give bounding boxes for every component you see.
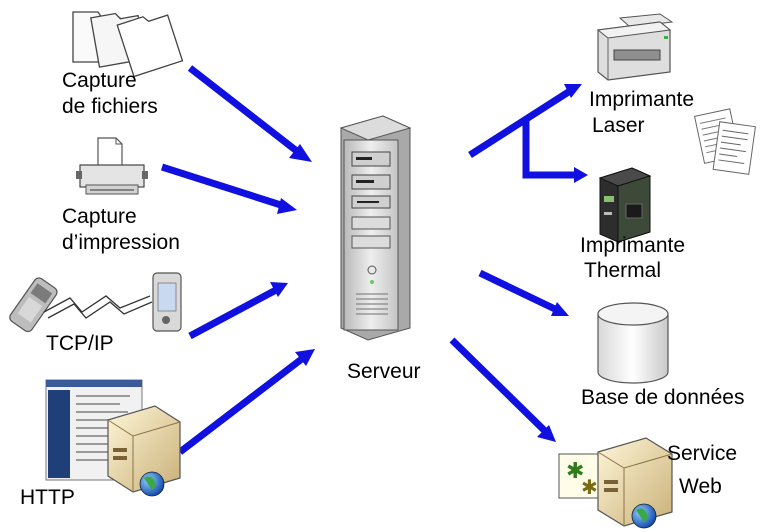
web-service-icon: ✱ ✱ [558, 437, 673, 529]
folders-icon [72, 11, 184, 78]
web-server-icon [45, 379, 181, 497]
laser-printer-icon [596, 13, 674, 81]
arrow-database [478, 269, 569, 316]
thermal-label-line1: Imprimante [580, 234, 686, 257]
database-label: Base de données [581, 386, 745, 409]
print-capture-label-line2: d’impression [62, 231, 180, 254]
handheld-terminal-icon [9, 272, 182, 333]
print-capture-label-line1: Capture [62, 205, 137, 228]
thermal-label-line2: Thermal [584, 259, 662, 282]
web-service-label-line2: Web [679, 475, 722, 498]
file-capture-label-line1: Capture [62, 69, 137, 92]
laser-label-line1: Imprimante [589, 88, 695, 111]
server-label: Serveur [347, 360, 421, 383]
database-icon [597, 302, 669, 384]
arrow-print-capture [160, 163, 297, 214]
arrow-web-service [449, 337, 556, 442]
arrow-thermal [522, 120, 588, 183]
arrow-file-capture [187, 65, 312, 162]
svg-text:✱: ✱ [566, 459, 584, 484]
thermal-printer-icon [598, 167, 652, 243]
laser-label-line2: Laser [592, 114, 645, 137]
file-capture-label-line2: de fichiers [62, 95, 158, 118]
tcpip-label: TCP/IP [46, 332, 114, 355]
arrow-http [177, 349, 315, 455]
arrow-tcpip [188, 282, 288, 340]
svg-text:✱: ✱ [581, 475, 598, 499]
printer-icon [76, 137, 148, 195]
documents-icon [693, 108, 757, 175]
tower-server-icon [339, 115, 412, 341]
arrow-laser [468, 84, 582, 158]
web-service-label-line1: Service [667, 442, 738, 465]
http-label: HTTP [20, 486, 75, 509]
